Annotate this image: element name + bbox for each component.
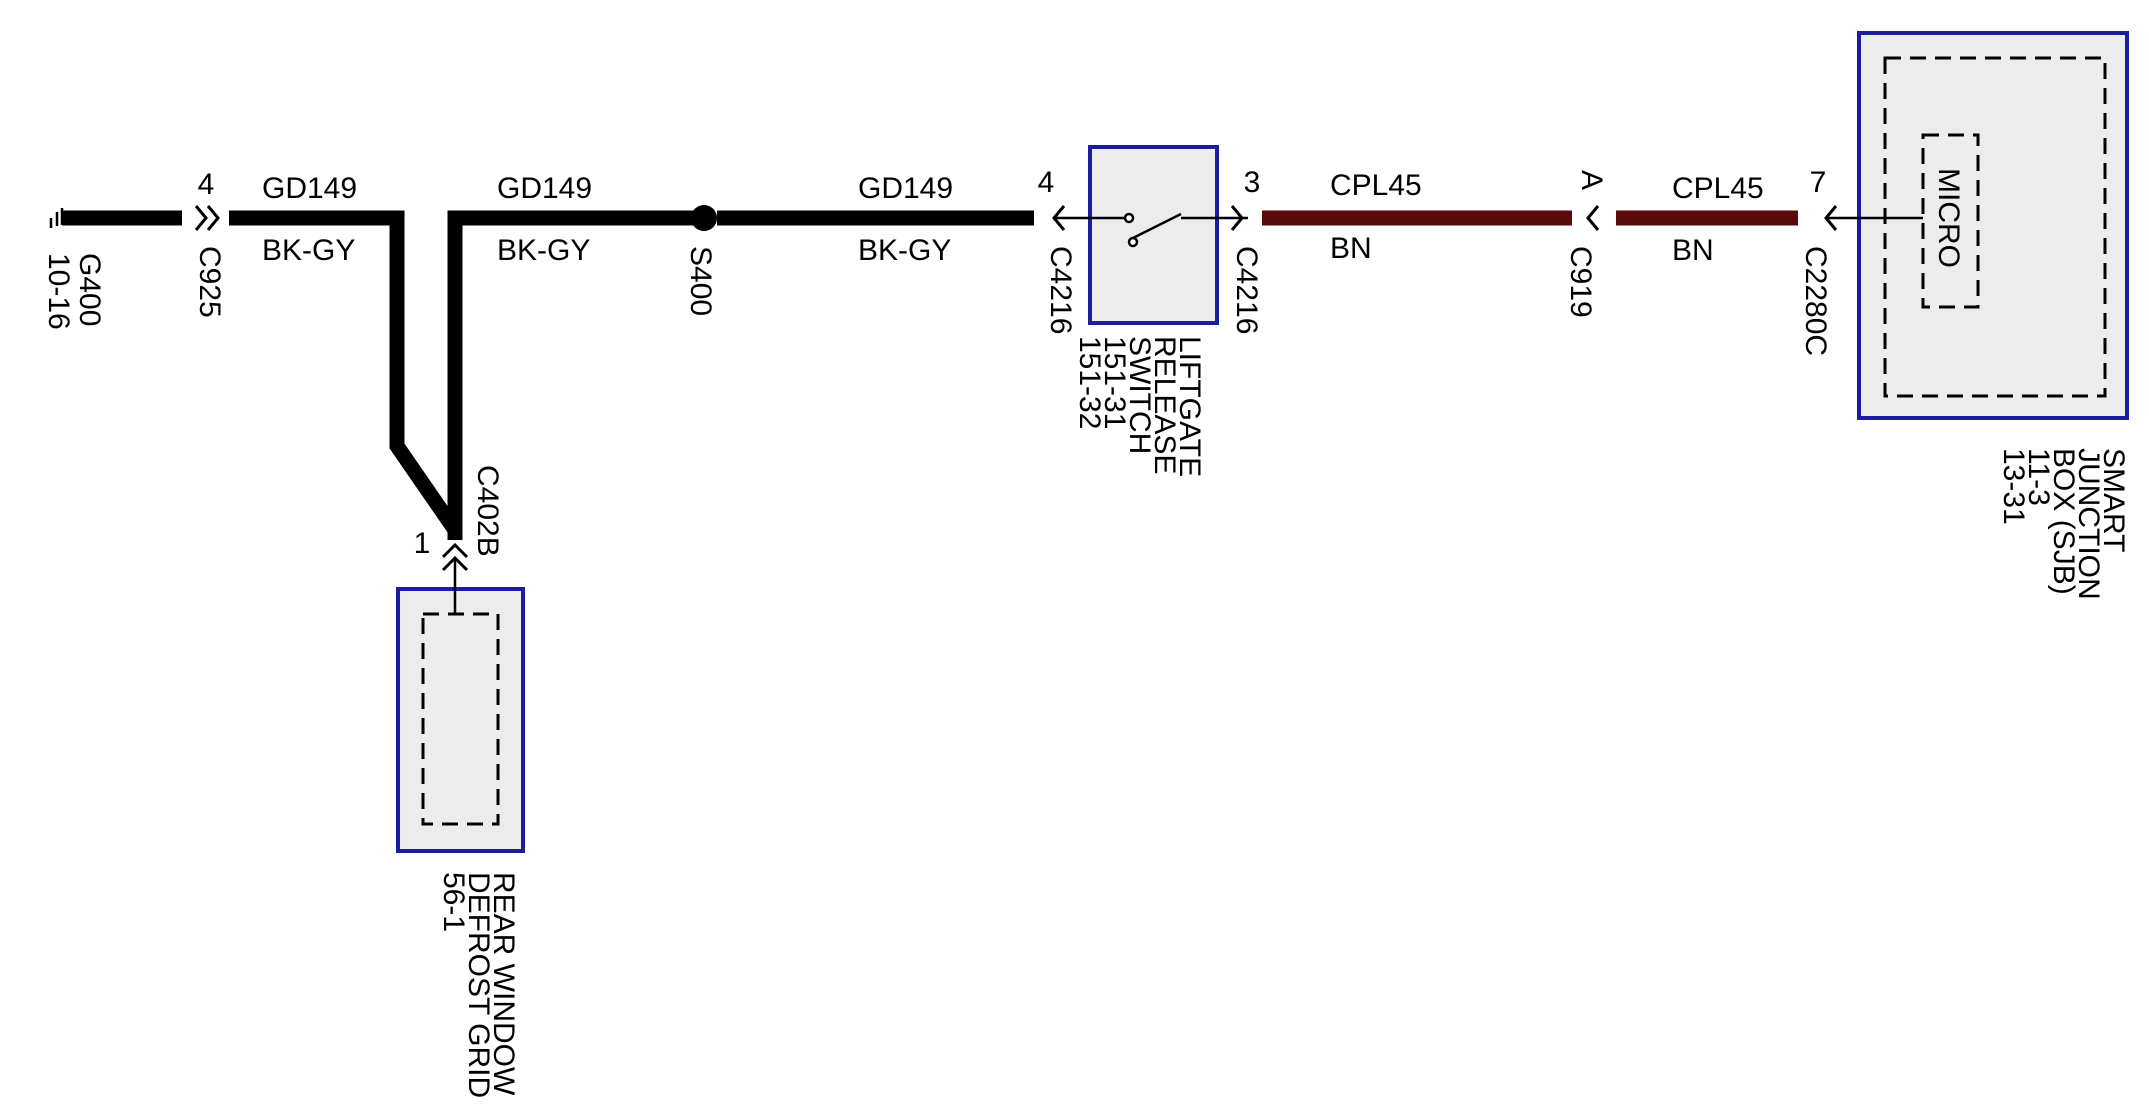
ground-name: G400	[73, 253, 106, 326]
switch-box	[1088, 145, 1219, 325]
splice-name: S400	[684, 246, 717, 316]
switch-label-5: 151-32	[1073, 336, 1106, 429]
switch-label-3: SWITCH	[1123, 336, 1156, 454]
smart-junction-box: MICRO SMART JUNCTION BOX (SJB) 11-3 13-3…	[1826, 31, 2130, 600]
connector-c4216-pin3: 3 C4216	[1230, 166, 1263, 334]
connector-c2280c: 7 C2280C	[1799, 166, 1838, 356]
defrost-label-1: REAR WINDOW	[487, 872, 520, 1096]
wire-color-label: BK-GY	[497, 234, 590, 267]
sjb-label-1: SMART	[2097, 448, 2130, 552]
connector-name: C919	[1564, 246, 1597, 318]
wire-gd149-c925-branch	[229, 210, 462, 535]
connector-name: C2280C	[1799, 246, 1832, 356]
sjb-box	[1857, 31, 2129, 420]
defrost-inner-dashed	[421, 612, 500, 826]
circuit-label: CPL45	[1672, 172, 1764, 205]
wire-color-label: BN	[1672, 234, 1714, 267]
ground-ref: 10-16	[42, 253, 75, 330]
connector-pin: 7	[1810, 166, 1827, 199]
connector-pin: 4	[198, 168, 215, 201]
switch-label-1: LIFTGATE	[1173, 336, 1206, 477]
connector-pin: 1	[414, 527, 431, 560]
switch-label-2: RELEASE	[1148, 336, 1181, 474]
connector-arrow-icon	[1586, 205, 1600, 231]
connector-c919: A C919	[1564, 170, 1608, 318]
circuit-label: GD149	[497, 172, 592, 205]
connector-pin: 3	[1244, 166, 1261, 199]
connector-c925: 4 C925	[193, 168, 226, 318]
wire-gd149-c402b	[447, 210, 702, 540]
wire-color-label: BN	[1330, 232, 1372, 265]
micro-dashed	[1921, 133, 1980, 309]
circuit-label: CPL45	[1330, 169, 1422, 202]
micro-label: MICRO	[1932, 168, 1965, 268]
connector-name: C4216	[1044, 246, 1077, 334]
connector-arrow-icon	[194, 205, 220, 231]
sjb-label-4: 11-3	[2022, 448, 2055, 506]
liftgate-release-switch: LIFTGATE RELEASE SWITCH 151-31 151-32	[1054, 145, 1248, 477]
connector-name: C402B	[471, 465, 504, 557]
sjb-label-3: BOX (SJB)	[2047, 448, 2080, 595]
ground-g400: G400 10-16	[42, 208, 106, 330]
rear-window-defrost-grid: REAR WINDOW DEFROST GRID 56-1	[396, 558, 525, 1098]
switch-contact-icon	[1054, 212, 1248, 248]
splice-dot-icon	[691, 205, 717, 231]
wire-color-label: BK-GY	[262, 234, 355, 267]
splice-s400: S400	[684, 205, 717, 316]
defrost-label-2: DEFROST GRID	[462, 872, 495, 1098]
connector-pin: A	[1575, 170, 1608, 190]
circuit-label: GD149	[262, 172, 357, 205]
defrost-label-3: 56-1	[437, 872, 470, 932]
connector-name: C4216	[1230, 246, 1263, 334]
connector-c402b: C402B 1	[414, 465, 504, 572]
wire-color-label: BK-GY	[858, 234, 951, 267]
connector-pin: 4	[1038, 166, 1055, 199]
defrost-box	[396, 587, 525, 853]
sjb-label-2: JUNCTION	[2072, 448, 2105, 600]
connector-name: C925	[193, 246, 226, 318]
connector-arrow-icon	[1230, 205, 1244, 231]
sjb-inner-dashed	[1883, 56, 2107, 398]
connector-c4216-pin4: 4 C4216	[1038, 166, 1077, 334]
switch-label-4: 151-31	[1098, 336, 1131, 429]
ground-symbol-icon	[49, 208, 64, 228]
sjb-label-5: 13-31	[1997, 448, 2030, 525]
circuit-label: GD149	[858, 172, 953, 205]
